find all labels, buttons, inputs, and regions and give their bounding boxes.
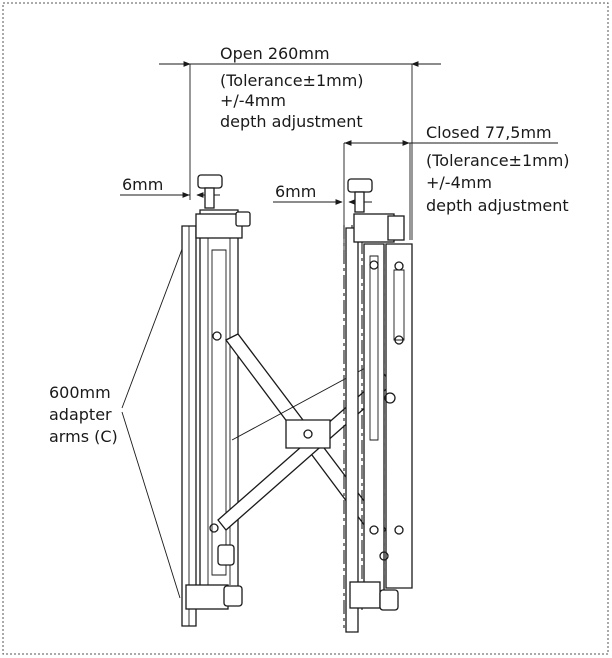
adapter-arms-line3: arms (C): [49, 427, 118, 446]
scissor-center-pivot: [303, 429, 313, 439]
hole-right-g: [379, 551, 389, 561]
lower-knob-left: [217, 544, 235, 566]
wall-rail-right: [385, 243, 413, 589]
mount-open: [181, 174, 251, 627]
closed-dimension: Closed 77,5mm (Tolerance±1mm) +/-4mm dep…: [343, 123, 570, 260]
closed-adjust-label: depth adjustment: [426, 196, 569, 215]
closed-tolerance-label: (Tolerance±1mm): [426, 151, 570, 170]
top-knob-left: [197, 174, 223, 189]
bottom-bracket-left: [185, 584, 229, 610]
bottom-knob-left: [223, 585, 243, 607]
inner-rail-right: [363, 243, 385, 601]
closed-dimension-title: Closed 77,5mm: [426, 123, 552, 142]
adapter-arms-callout: 600mm adapter arms (C): [49, 235, 188, 599]
scissor-center-plate: [285, 419, 331, 449]
gap-left-label: 6mm: [122, 175, 163, 194]
gap-left-dimension: 6mm: [120, 175, 220, 198]
hole-right-d: [384, 392, 396, 404]
top-bracket-left: [195, 213, 243, 239]
top-bracket-right: [353, 213, 395, 243]
open-dimension: Open 260mm (Tolerance±1mm) +/-4mm depth …: [159, 44, 441, 240]
wall-rail-left: [199, 209, 239, 591]
adapter-arms-line2: adapter: [49, 405, 112, 424]
hole-right-e: [394, 525, 404, 535]
hole-right-a: [394, 261, 404, 271]
adapter-arms-leader-upper: [121, 235, 188, 409]
mount-closed: [343, 178, 413, 633]
top-knob-right: [347, 178, 373, 193]
open-tolerance-label: (Tolerance±1mm): [220, 71, 364, 90]
open-dimension-title: Open 260mm: [220, 44, 330, 63]
pivot-hole-upper-left: [212, 331, 222, 341]
adapter-arm-right: [345, 227, 359, 633]
inner-rail-right-slot: [369, 255, 379, 441]
pivot-hole-lower-left: [209, 523, 219, 533]
hole-right-f: [369, 525, 379, 535]
hole-right-c: [369, 260, 379, 270]
bottom-bracket-right: [349, 581, 381, 609]
wall-rail-left-slot: [211, 249, 227, 576]
bottom-knob-right: [379, 589, 399, 611]
top-bracket-screw-left: [235, 211, 251, 227]
gap-right-label: 6mm: [275, 182, 316, 201]
top-knob-right-stem: [354, 191, 365, 213]
top-knob-left-stem: [204, 187, 215, 209]
closed-range-label: +/-4mm: [426, 173, 492, 192]
top-bracket-right-cap: [387, 215, 405, 241]
hole-right-b: [394, 335, 404, 345]
adapter-arms-leader-lower: [121, 411, 181, 599]
open-range-label: +/-4mm: [220, 91, 286, 110]
open-adjust-label: depth adjustment: [220, 112, 363, 131]
adapter-arms-line1: 600mm: [49, 383, 111, 402]
